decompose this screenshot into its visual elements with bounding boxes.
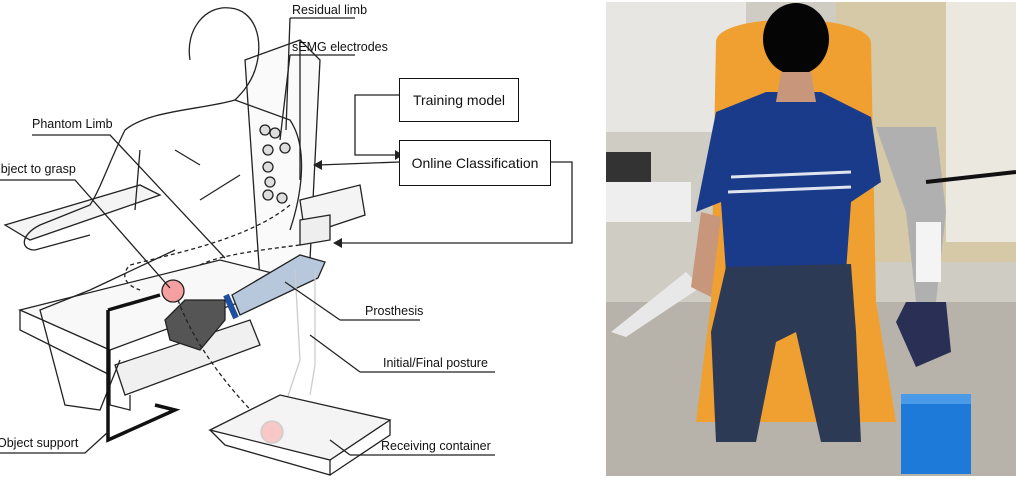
blue-shirt — [696, 92, 881, 272]
experiment-photo — [606, 2, 1016, 476]
prosthetic-hand — [164, 299, 226, 351]
prosthetic-hand — [896, 302, 951, 367]
receiving-container — [208, 394, 392, 461]
online-classification-box: Online Classification — [399, 140, 551, 186]
label-receiving-container: Receiving container — [381, 439, 491, 453]
face-mask — [763, 3, 829, 75]
label-prosthesis: Prosthesis — [365, 304, 424, 318]
label-residual-limb: Residual limb — [292, 3, 368, 17]
label-object-to-grasp: Object to grasp — [0, 162, 76, 176]
training-model-box: Training model — [399, 78, 519, 122]
label-phantom-limb: Phantom Limb — [32, 117, 113, 131]
chair-armrest-left — [3, 184, 162, 241]
prosthesis-arm — [231, 254, 326, 316]
jeans — [711, 264, 861, 442]
diagram-line-art — [0, 7, 573, 476]
label-object-support: Object support — [0, 436, 79, 450]
equipment — [606, 152, 651, 182]
label-initial-final-posture: Initial/Final posture — [383, 356, 488, 370]
label-semg-electrodes: sEMG electrodes — [292, 40, 388, 54]
object-in-container-ball — [260, 420, 284, 444]
object-support — [106, 293, 181, 443]
photo-illustration — [606, 2, 1016, 476]
person-head-torso — [188, 7, 303, 231]
experimental-setup-diagram: Residual limb sEMG electrodes Phantom Li… — [0, 3, 573, 476]
table — [606, 182, 691, 222]
blue-container — [901, 394, 971, 474]
